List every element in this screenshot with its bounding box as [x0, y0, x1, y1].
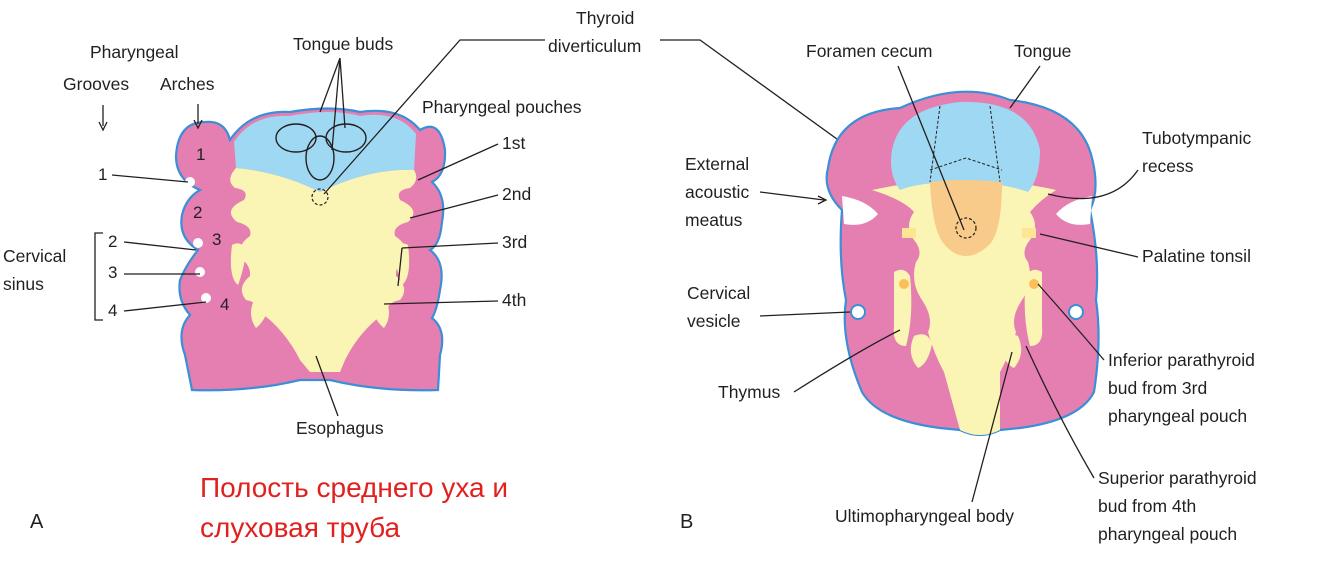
groove-2-leader	[124, 242, 196, 250]
label-tongue-buds: Tongue buds	[293, 34, 393, 54]
groove-notch-2	[193, 238, 203, 248]
label-grooves-header: Grooves	[63, 74, 129, 94]
label-external-line1: External	[685, 154, 749, 174]
label-inferior-line1: Inferior parathyroid	[1108, 350, 1255, 370]
groove-1-leader	[112, 175, 188, 182]
label-superior-line3: pharyngeal pouch	[1098, 524, 1237, 544]
groove-notch-4	[201, 293, 211, 303]
label-arch-1: 1	[196, 145, 205, 164]
label-external-line3: meatus	[685, 210, 743, 230]
label-foramen-cecum: Foramen cecum	[806, 41, 932, 61]
inferior-parathyroid-left	[899, 279, 909, 289]
groove-notch-3	[195, 267, 205, 277]
label-cervical-sinus-line2: sinus	[3, 274, 44, 294]
label-pouch-2nd: 2nd	[502, 184, 531, 204]
label-pouch-3rd: 3rd	[502, 232, 527, 252]
label-thyroid-line1: Thyroid	[576, 8, 634, 28]
label-superior-line2: bud from 4th	[1098, 496, 1196, 516]
label-cervical-vesicle-line1: Cervical	[687, 283, 750, 303]
label-arches-header: Arches	[160, 74, 215, 94]
label-groove-3: 3	[108, 263, 117, 282]
label-groove-2: 2	[108, 232, 117, 251]
label-arch-4: 4	[220, 295, 229, 314]
ru-caption-line2: слуховая труба	[200, 512, 400, 543]
label-tubotympanic-line2: recess	[1142, 156, 1194, 176]
ru-caption-line1: Полость среднего уха и	[200, 472, 508, 503]
panel-a-letter: A	[30, 511, 44, 533]
label-groove-4: 4	[108, 301, 117, 320]
label-cervical-vesicle-line2: vesicle	[687, 311, 741, 331]
label-superior-line1: Superior parathyroid	[1098, 468, 1257, 488]
label-tubotympanic-line1: Tubotympanic	[1142, 128, 1252, 148]
label-esophagus: Esophagus	[296, 418, 384, 438]
label-thyroid-line2: diverticulum	[548, 36, 641, 56]
label-external-line2: acoustic	[685, 182, 749, 202]
label-tongue: Tongue	[1014, 41, 1071, 61]
panel-a-illustration	[176, 109, 445, 391]
panel-b-letter: B	[680, 511, 693, 533]
label-arch-3: 3	[212, 230, 221, 249]
label-groove-1: 1	[98, 165, 107, 184]
cervical-vesicle-right	[1069, 305, 1083, 319]
label-inferior-line3: pharyngeal pouch	[1108, 406, 1247, 426]
palatine-tonsil-left	[902, 228, 916, 238]
cervical-vesicle-left	[851, 305, 865, 319]
external-meatus-leader	[760, 192, 824, 200]
label-ultimopharyngeal: Ultimopharyngeal body	[835, 506, 1014, 526]
panel-b-illustration	[827, 92, 1099, 435]
palatine-tonsil-right	[1022, 228, 1036, 238]
inferior-parathyroid-right	[1029, 279, 1039, 289]
cervical-vesicle-leader	[760, 312, 850, 316]
label-arch-2: 2	[193, 203, 202, 222]
label-pouch-4th: 4th	[502, 290, 526, 310]
label-palatine-tonsil: Palatine tonsil	[1142, 246, 1251, 266]
label-pharyngeal-pouches: Pharyngeal pouches	[422, 97, 582, 117]
label-pouch-1st: 1st	[502, 133, 525, 153]
cervical-sinus-bracket	[95, 233, 103, 320]
label-inferior-line2: bud from 3rd	[1108, 378, 1207, 398]
label-cervical-sinus-line1: Cervical	[3, 246, 66, 266]
label-pharyngeal-header: Pharyngeal	[90, 42, 179, 62]
label-thymus: Thymus	[718, 382, 780, 402]
